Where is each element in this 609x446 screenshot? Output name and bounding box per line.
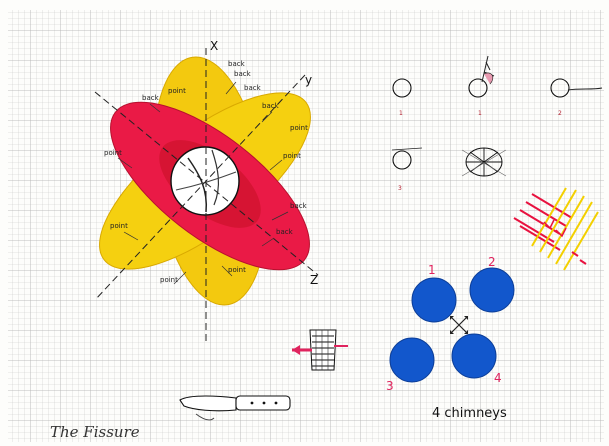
svg-text:1: 1	[478, 110, 482, 117]
x-axis-label: X	[210, 39, 218, 53]
ellipse-label: back	[244, 84, 262, 92]
ellipse-label: point	[283, 152, 301, 160]
ellipse-label: back	[142, 94, 160, 102]
svg-text:3: 3	[398, 185, 402, 192]
ellipse-label: point	[168, 87, 186, 95]
ellipse-label: point	[228, 266, 246, 274]
ellipse-label: point	[104, 149, 122, 157]
ellipse-label: back	[276, 228, 294, 236]
ellipse-label: point	[110, 222, 128, 230]
ellipse-label: back	[234, 70, 252, 78]
chimney-number: 3	[386, 379, 394, 393]
chimney-1	[412, 278, 456, 322]
z-axis-label: Z	[310, 273, 318, 287]
ellipse-label: back	[262, 102, 280, 110]
svg-text:2: 2	[558, 110, 562, 117]
chimney-number: 1	[428, 263, 436, 277]
chimney-3	[390, 338, 434, 382]
chimney-4	[452, 334, 496, 378]
ellipse-label: back	[290, 202, 308, 210]
chimney-2	[470, 268, 514, 312]
ellipse-label: back	[228, 60, 246, 68]
chimney-number: 2	[488, 255, 496, 269]
chimney-number: 4	[494, 371, 502, 385]
svg-text:1: 1	[399, 110, 403, 117]
y-axis-label: y	[305, 73, 312, 87]
ellipse-label: point	[290, 124, 308, 132]
chimneys-caption: 4 chimneys	[432, 406, 507, 421]
drawing-title: The Fissure	[50, 423, 140, 441]
